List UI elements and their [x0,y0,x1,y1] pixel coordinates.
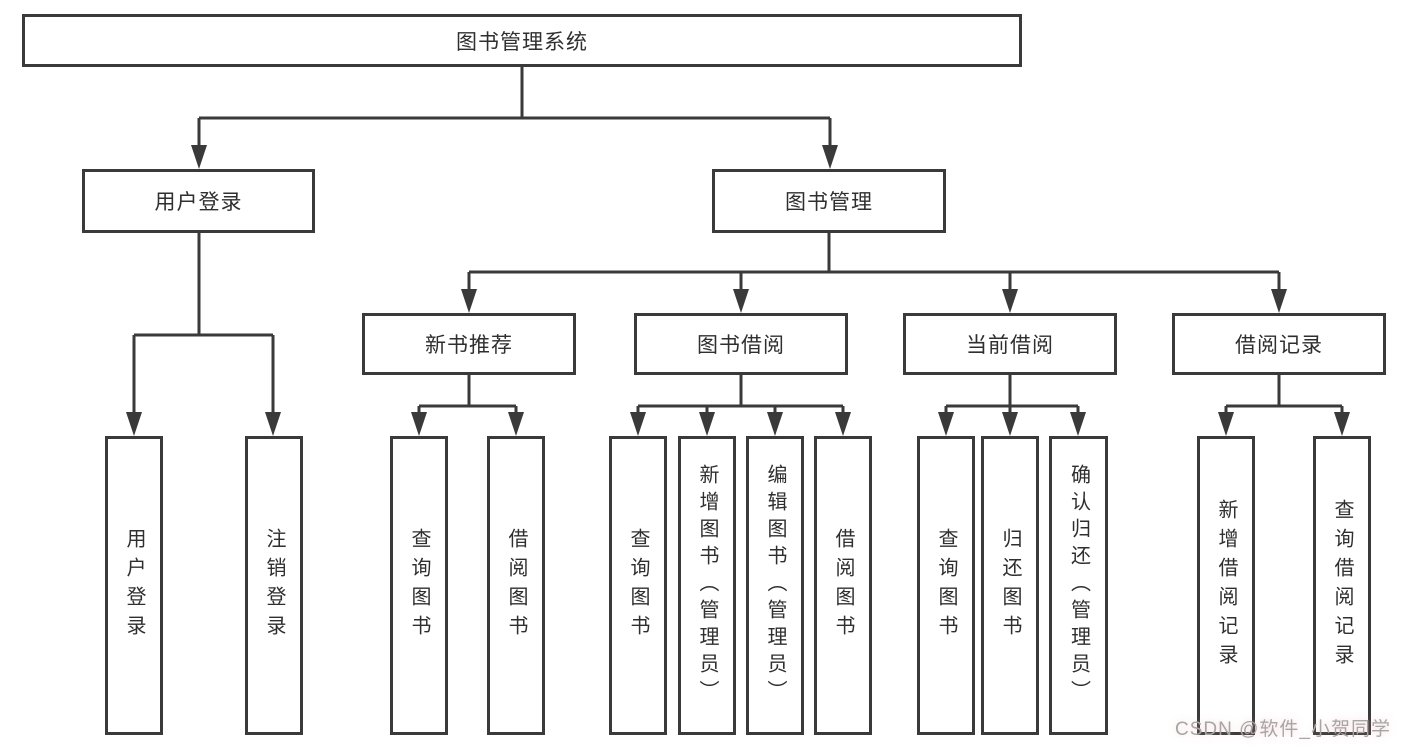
node-label: 查询图书 [408,527,430,644]
node-label: 归还图书 [999,527,1021,644]
leaf-borrow-books-2: 借阅图书 [814,436,872,735]
arrowhead [1218,412,1234,436]
node-label: 新增图书（管理员） [696,464,718,707]
node-borrowing-records: 借阅记录 [1172,313,1386,375]
node-label: 查询图书 [935,527,957,644]
node-label: 确认归还（管理员） [1067,464,1090,707]
arrowhead [1070,412,1086,436]
node-book-management: 图书管理 [712,169,946,233]
node-label: 查询图书 [627,527,649,644]
arrowhead [835,412,851,436]
connector-borrow-records-to-leaves [1218,375,1350,436]
arrowhead [822,145,838,169]
connector-current-borrow-to-leaves [938,375,1086,436]
node-current-borrowing: 当前借阅 [903,313,1117,375]
leaf-query-books-3: 查询图书 [917,436,975,735]
node-new-book-recommend: 新书推荐 [362,313,576,375]
connector-new-book-rec-to-leaves [411,375,524,436]
arrowhead [1002,289,1018,313]
node-label: 当前借阅 [966,334,1054,357]
node-label: 注销登录 [263,527,285,644]
node-label: 编辑图书（管理员） [764,464,786,707]
csdn-watermark: CSDN @软件_小贺同学 [1175,719,1391,740]
leaf-user-login: 用户登录 [105,436,163,735]
node-user-login: 用户登录 [82,169,315,233]
arrowhead [1334,412,1350,436]
connector-user-login-to-leaves [126,233,281,436]
arrowhead [630,412,646,436]
node-label: 图书借阅 [697,334,785,357]
connector-book-mgmt-to-level3 [461,233,1287,313]
leaf-add-books-admin: 新增图书（管理员） [678,436,736,735]
node-label: 借阅图书 [832,527,854,644]
arrowhead [1271,289,1287,313]
node-label: 借阅图书 [505,527,527,644]
leaf-query-books-1: 查询图书 [390,436,448,735]
arrowhead [767,412,783,436]
node-label: 图书管理 [785,191,873,214]
leaf-query-books-2: 查询图书 [609,436,667,735]
node-book-borrowing: 图书借阅 [634,313,848,375]
arrowhead [699,412,715,436]
arrowhead [1002,412,1018,436]
arrowhead [461,289,477,313]
node-label: 查询借阅记录 [1331,498,1353,673]
leaf-edit-books-admin: 编辑图书（管理员） [746,436,804,735]
node-label: 新书推荐 [425,334,513,357]
node-label: 图书管理系统 [456,30,588,54]
arrowhead [265,412,281,436]
leaf-confirm-return-admin: 确认归还（管理员） [1049,436,1108,735]
connector-book-borrow-to-leaves [630,375,851,436]
arrowhead [938,412,954,436]
connector-root-to-level2 [191,67,838,169]
node-label: 用户登录 [123,527,145,644]
node-label: 用户登录 [154,191,243,214]
leaf-return-books: 归还图书 [981,436,1039,735]
arrowhead [126,412,142,436]
leaf-add-borrow-record: 新增借阅记录 [1197,436,1255,735]
arrowhead [191,145,207,169]
leaf-borrow-books-1: 借阅图书 [487,436,545,735]
node-label: 借阅记录 [1235,334,1323,357]
node-label: 新增借阅记录 [1215,498,1237,673]
arrowhead [733,289,749,313]
arrowhead [411,412,427,436]
node-root-system: 图书管理系统 [22,14,1022,67]
arrowhead [508,412,524,436]
leaf-logout: 注销登录 [245,436,303,735]
leaf-query-borrow-record: 查询借阅记录 [1313,436,1371,735]
